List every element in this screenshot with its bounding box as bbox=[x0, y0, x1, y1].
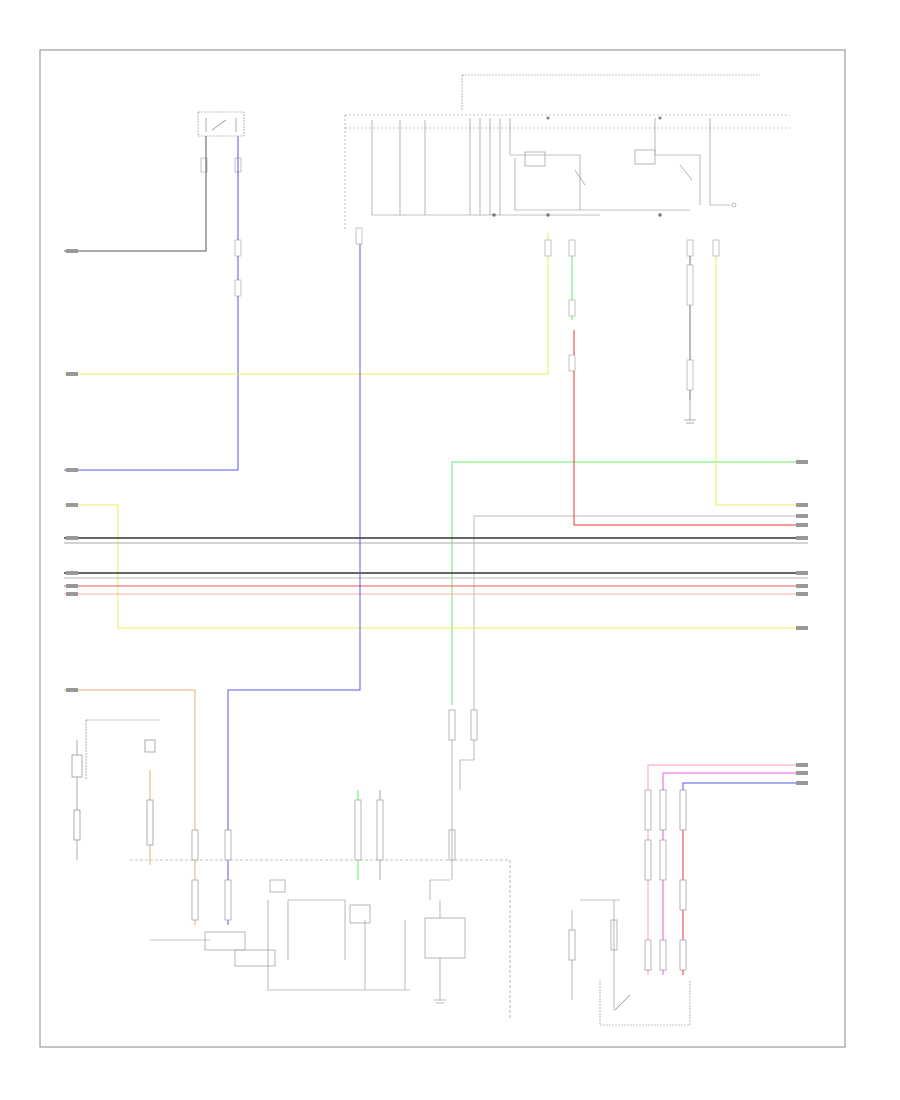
diagram-border bbox=[39, 49, 846, 1048]
top-left-relay bbox=[197, 111, 245, 173]
wire-yellow-2 bbox=[715, 240, 808, 506]
bottom-right-switch bbox=[568, 789, 691, 1026]
wires bbox=[64, 136, 808, 975]
wire-black-1 bbox=[64, 136, 207, 252]
wire-blue-1 bbox=[64, 136, 239, 471]
wire-pink-2 bbox=[647, 764, 808, 975]
wire-red-1 bbox=[573, 330, 808, 526]
wire-magenta-1 bbox=[662, 772, 808, 975]
wire-orange-1 bbox=[64, 689, 196, 925]
bottom-left-sensor bbox=[71, 719, 160, 860]
wire-blue-3 bbox=[682, 782, 808, 830]
wire-yellow-3 bbox=[64, 504, 808, 629]
ground-symbol bbox=[684, 400, 696, 424]
wire-yellow-1 bbox=[64, 232, 549, 375]
junction-block bbox=[344, 74, 790, 230]
wire-white-1 bbox=[473, 515, 808, 710]
left-terminal-ticks bbox=[66, 249, 78, 692]
wire-blue-2 bbox=[227, 240, 361, 925]
right-terminal-ticks bbox=[796, 460, 808, 785]
bottom-module bbox=[130, 709, 511, 1020]
connector-pins bbox=[234, 227, 720, 391]
wire-green-1 bbox=[451, 461, 808, 705]
